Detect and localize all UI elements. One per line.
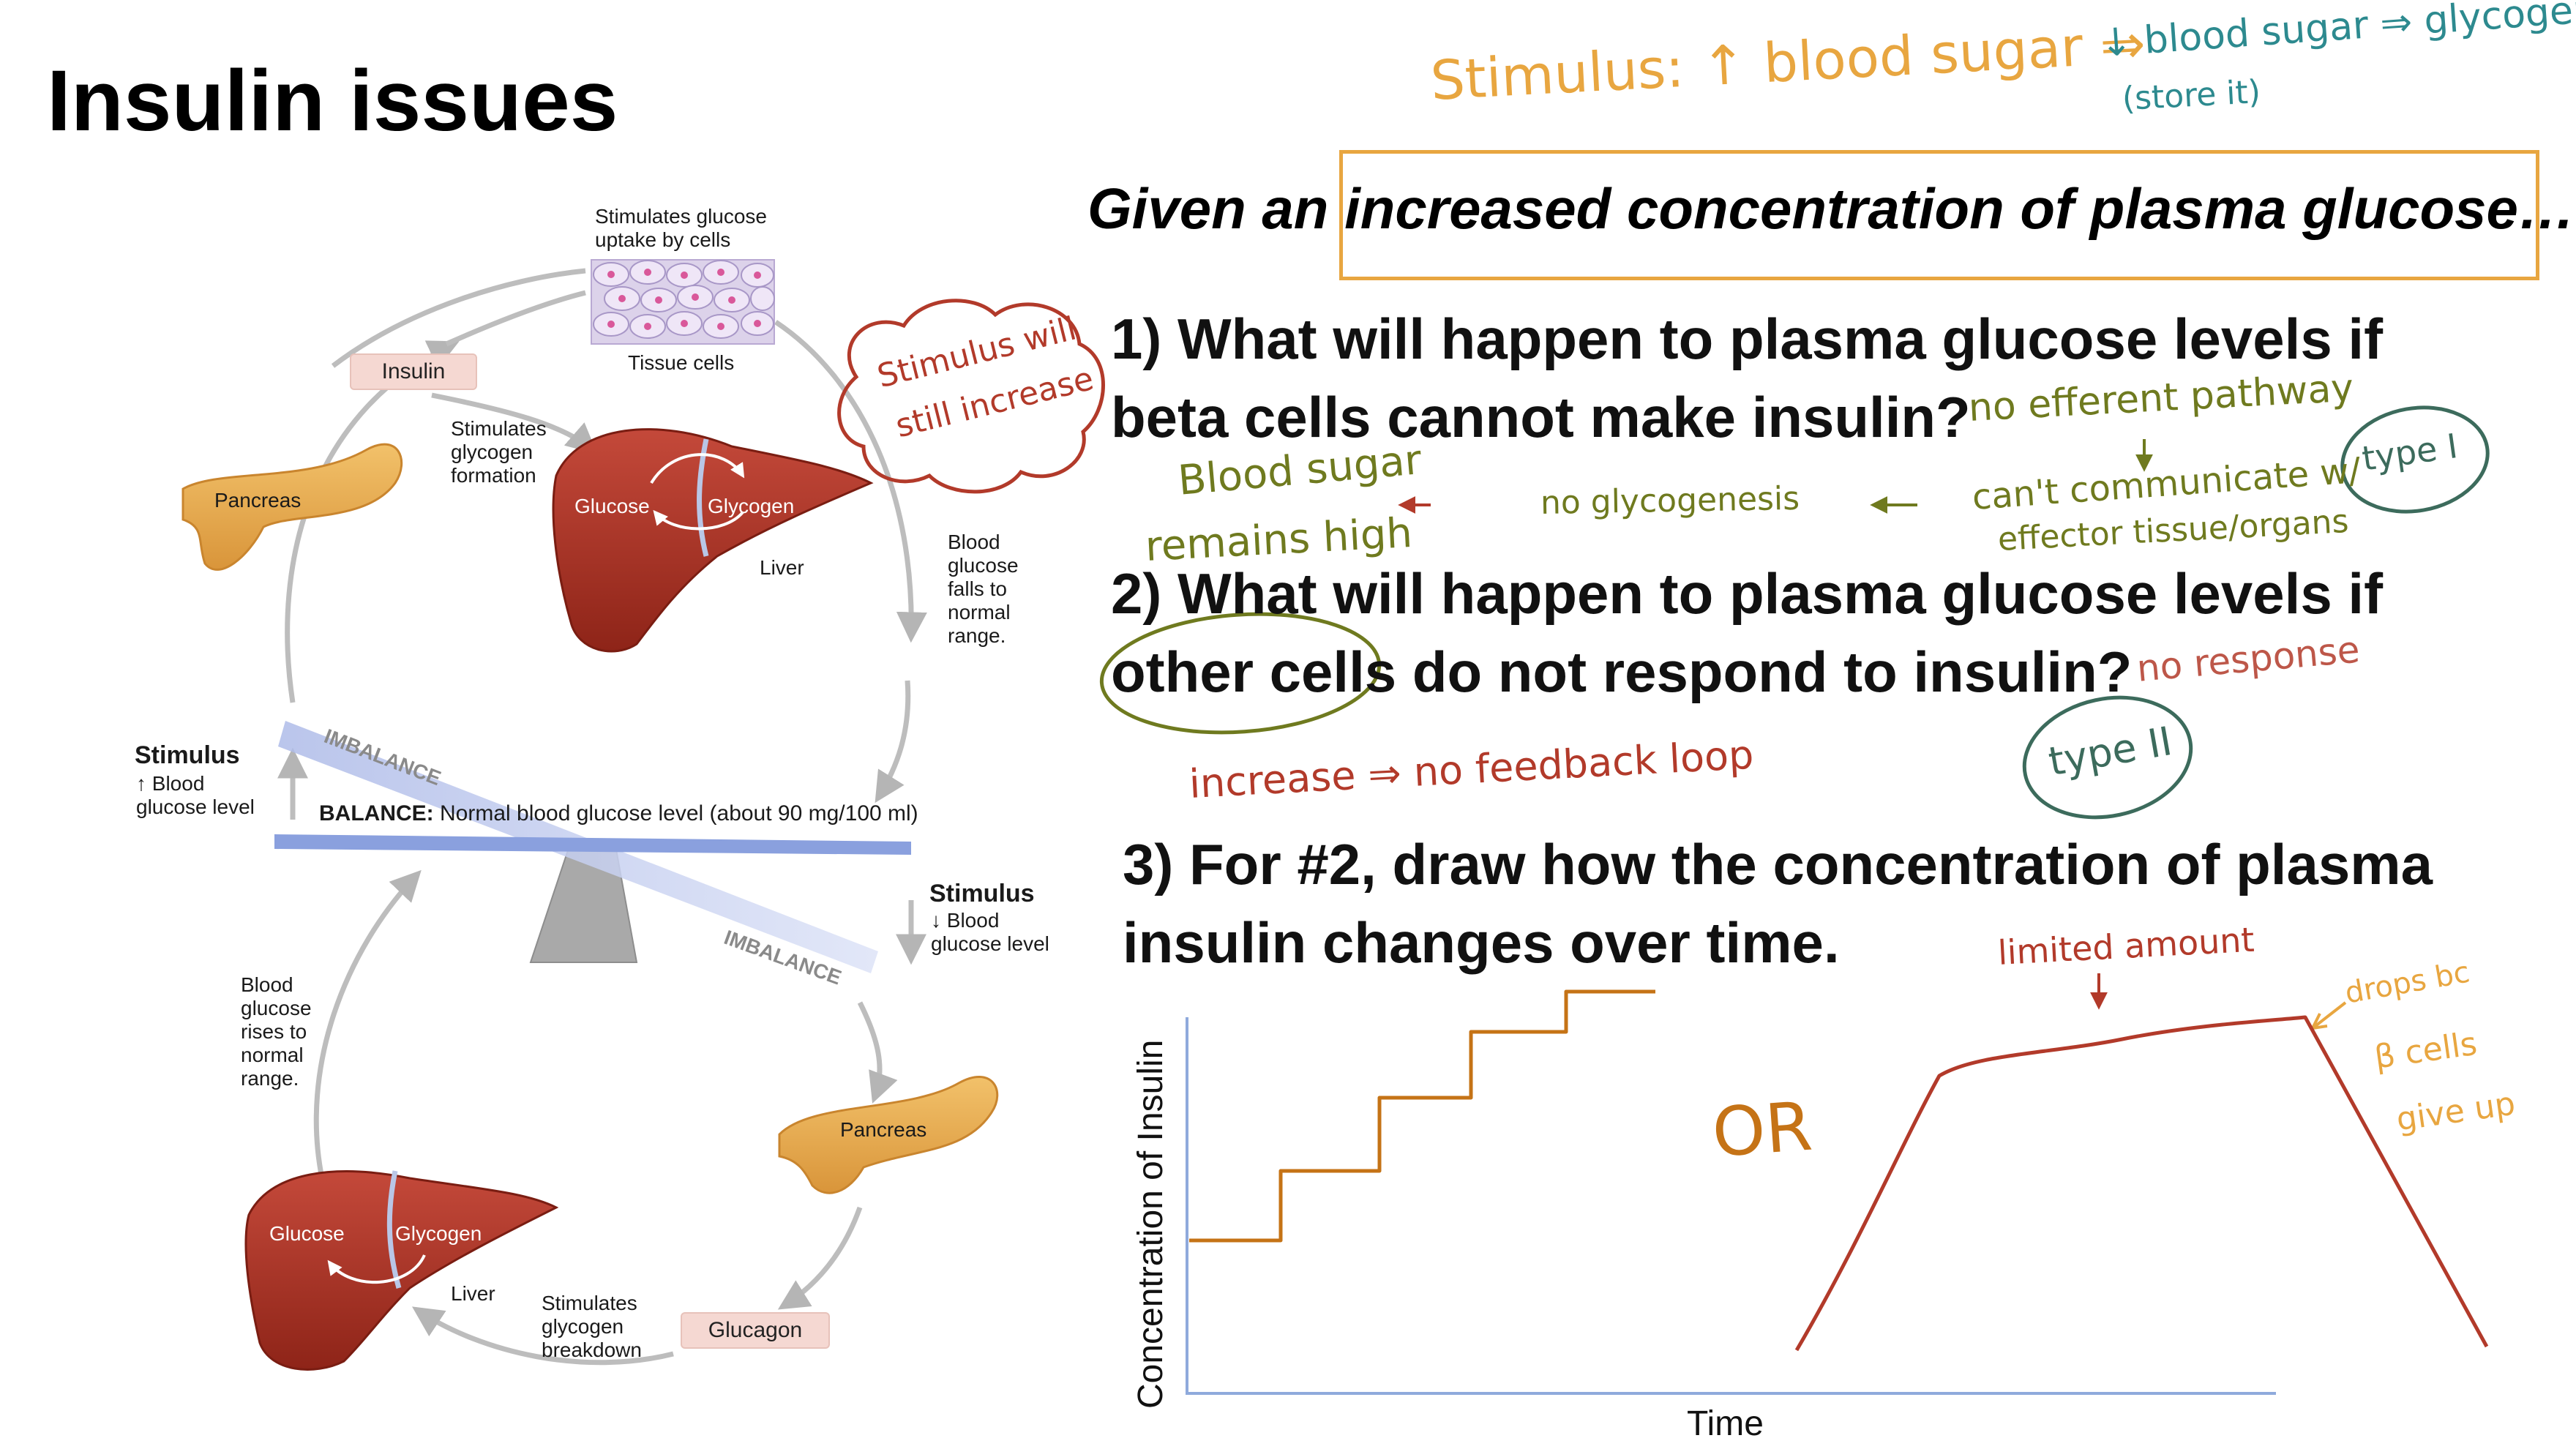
y-axis-label: Concentration of Insulin bbox=[1131, 1039, 1170, 1409]
label-line: falls to bbox=[948, 577, 1007, 600]
given-statement: Given an increased concentration of plas… bbox=[1087, 176, 2575, 241]
glycogen-top-label: Glycogen bbox=[708, 495, 795, 517]
or-note: OR bbox=[1710, 1087, 1815, 1172]
cycle-arrow bbox=[777, 1206, 863, 1310]
balance-label: BALANCE: Normal blood glucose level (abo… bbox=[319, 802, 918, 825]
label-line: range. bbox=[241, 1067, 299, 1090]
question-line: 3) For #2, draw how the concentration of… bbox=[1123, 832, 2433, 896]
label-line: normal bbox=[241, 1044, 304, 1066]
stimulus-down-title: Stimulus bbox=[929, 880, 1035, 907]
cycle-arrow bbox=[285, 340, 460, 703]
label-line: ↑ Blood bbox=[136, 772, 205, 795]
cycle-arrow bbox=[857, 1001, 898, 1104]
pancreas-bottom-label: Pancreas bbox=[840, 1118, 927, 1141]
x-axis-label: Time bbox=[1687, 1404, 1764, 1443]
label-line: range. bbox=[948, 624, 1006, 647]
pancreas-top-label: Pancreas bbox=[214, 489, 302, 512]
glucose-top-label: Glucose bbox=[574, 495, 650, 517]
glucagon-tag: Glucagon bbox=[681, 1312, 830, 1349]
store-it-note: (store it) bbox=[2121, 73, 2262, 118]
label-line: Stimulates bbox=[542, 1292, 637, 1314]
question-1: 1) What will happen to plasma glucose le… bbox=[1111, 300, 2383, 457]
liver-top-image bbox=[552, 428, 874, 653]
label-line: rises to bbox=[241, 1020, 307, 1043]
rise-fall-curve bbox=[1794, 1015, 2489, 1352]
stimulus-up-text: ↑ Blood glucose level bbox=[136, 772, 255, 819]
label-line: Blood bbox=[241, 973, 293, 996]
cycle-arrow bbox=[412, 1306, 674, 1366]
label-line: glucose bbox=[241, 997, 312, 1019]
glycogen-breakdown-label: Stimulates glycogen breakdown bbox=[542, 1292, 642, 1362]
pancreas-bottom-image bbox=[778, 1075, 999, 1194]
question-line: other cells do not respond to insulin? bbox=[1111, 640, 2133, 704]
label-line: ↓ Blood bbox=[931, 909, 1000, 932]
cycle-arrow bbox=[445, 290, 586, 347]
liver-bottom-image bbox=[244, 1170, 559, 1371]
question-line: 2) What will happen to plasma glucose le… bbox=[1111, 561, 2384, 626]
cycle-arrow bbox=[313, 869, 422, 1179]
cycle-arrow bbox=[431, 392, 598, 454]
label-line: Blood bbox=[948, 531, 1000, 553]
type2-circle bbox=[2022, 695, 2193, 820]
glycogen-bottom-label: Glycogen bbox=[395, 1222, 482, 1245]
label-line: glycogen bbox=[542, 1315, 624, 1338]
stimulus-up-title: Stimulus bbox=[135, 741, 240, 769]
drops-arrow bbox=[2311, 1001, 2347, 1030]
pancreas-top-image bbox=[181, 443, 403, 571]
falls-label: Blood glucose falls to normal range. bbox=[948, 531, 1019, 648]
rises-label: Blood glucose rises to normal range. bbox=[241, 973, 312, 1090]
balance-seesaw bbox=[274, 721, 911, 973]
stimulus-down-text: ↓ Blood glucose level bbox=[931, 909, 1049, 956]
insulin-tag: Insulin bbox=[350, 353, 477, 390]
other-cells-circle bbox=[1099, 612, 1382, 735]
tissue-cells-label: Tissue cells bbox=[628, 351, 735, 374]
label-line: normal bbox=[948, 601, 1011, 624]
step-curve bbox=[1189, 989, 1655, 1243]
glucose-uptake-label: Stimulates glucose uptake by cells bbox=[595, 205, 767, 252]
question-2: 2) What will happen to plasma glucose le… bbox=[1111, 555, 2383, 711]
cycle-arrow bbox=[331, 268, 586, 368]
label-line: breakdown bbox=[542, 1338, 642, 1361]
question-line: beta cells cannot make insulin? bbox=[1111, 385, 1971, 449]
liver-top-label: Liver bbox=[760, 556, 804, 579]
glucose-bottom-label: Glucose bbox=[269, 1222, 345, 1245]
label-line: glycogen bbox=[451, 441, 533, 463]
label-line: uptake by cells bbox=[595, 228, 731, 251]
liver-bottom-label: Liver bbox=[451, 1282, 495, 1305]
insulin-graph bbox=[1186, 989, 2489, 1395]
highlight-box bbox=[1339, 150, 2539, 280]
balance-bold: BALANCE: bbox=[319, 801, 434, 825]
label-line: Stimulates glucose bbox=[595, 205, 768, 228]
question-line: 1) What will happen to plasma glucose le… bbox=[1111, 307, 2384, 371]
slide-title: Insulin issues bbox=[47, 53, 618, 149]
cloud-outline bbox=[837, 299, 1105, 494]
balance-text: Normal blood glucose level (about 90 mg/… bbox=[433, 801, 918, 825]
label-line: formation bbox=[451, 464, 536, 487]
label-line: glucose level bbox=[136, 795, 255, 818]
label-line: glucose level bbox=[931, 932, 1049, 955]
cycle-arrow bbox=[774, 320, 927, 643]
tissue-cells-image bbox=[591, 259, 775, 345]
label-line: Stimulates bbox=[451, 417, 547, 440]
glycogen-formation-label: Stimulates glycogen formation bbox=[451, 417, 547, 487]
label-line: glucose bbox=[948, 554, 1019, 577]
cycle-arrow bbox=[875, 680, 911, 804]
no-glycogenesis-note: no glycogenesis bbox=[1540, 479, 1800, 522]
drops-arrow-head bbox=[2311, 1013, 2328, 1030]
type1-circle bbox=[2340, 405, 2490, 514]
question-3: 3) For #2, draw how the concentration of… bbox=[1123, 825, 2433, 982]
question-line: insulin changes over time. bbox=[1123, 910, 1840, 975]
